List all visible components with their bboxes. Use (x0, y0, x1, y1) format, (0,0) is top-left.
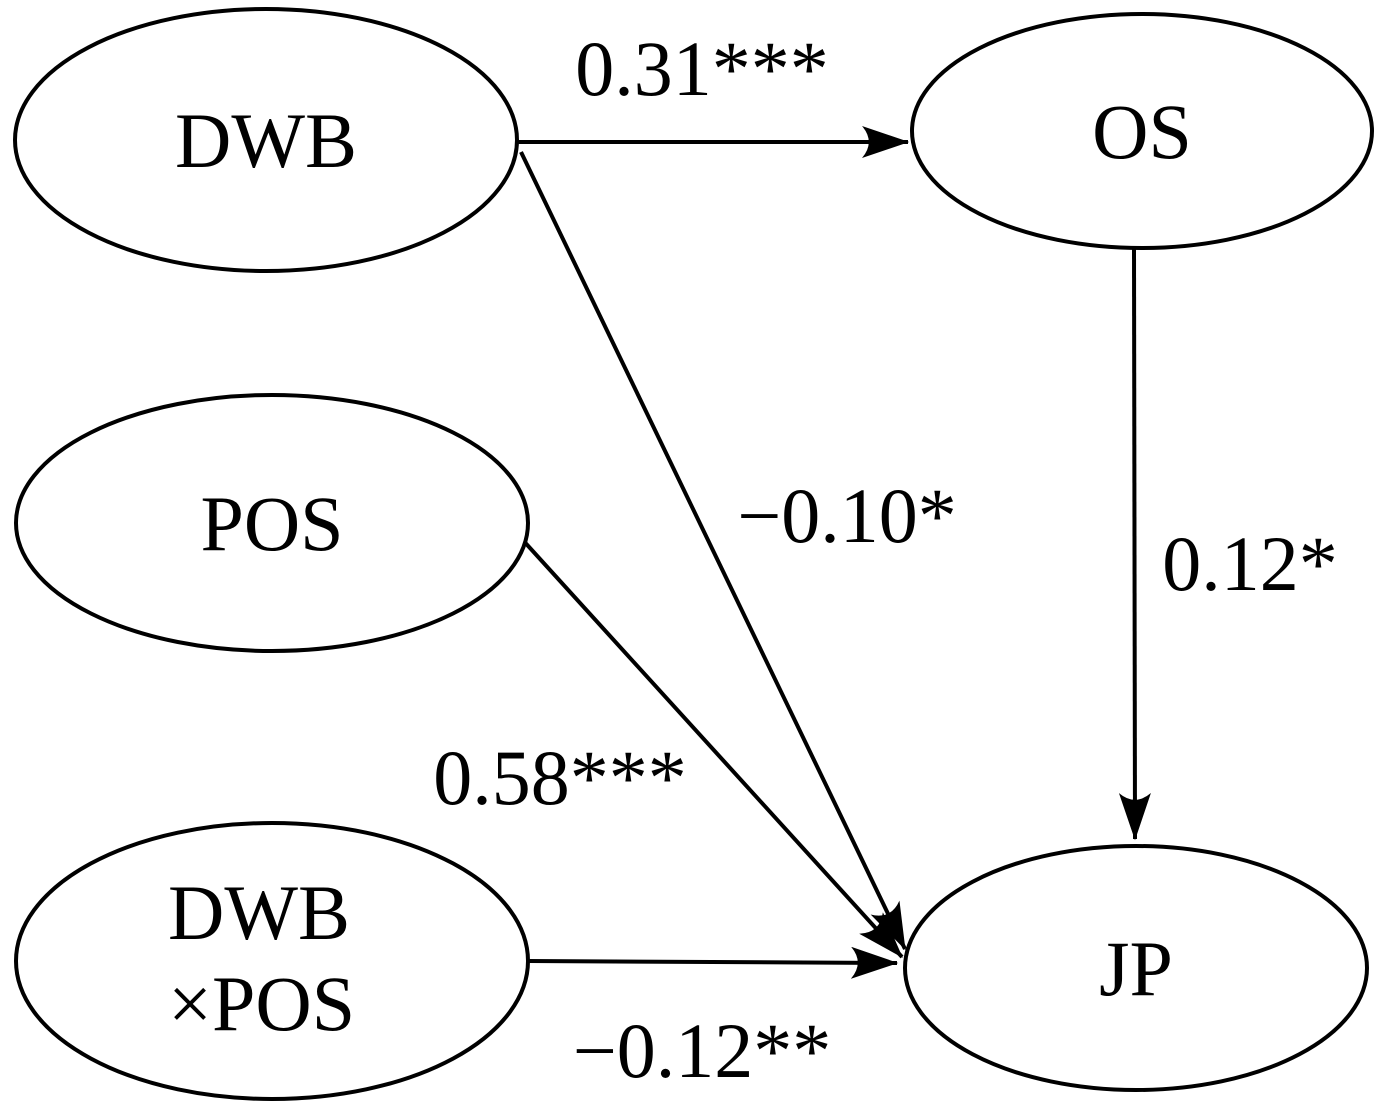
node-label-pos: POS (200, 480, 343, 567)
node-ellipse-pos (14, 393, 530, 653)
edge-coefficient-dwb-to-os: 0.31*** (575, 25, 829, 112)
edge-coefficient-dwb-x-pos-to-jp: −0.12** (573, 1007, 832, 1094)
node-label-dwb: DWB (175, 97, 357, 184)
node-label-os: OS (1092, 88, 1192, 175)
node-label-jp: JP (1099, 925, 1173, 1012)
node-label-line: OS (1092, 88, 1192, 175)
edge-os-to-jp (1118, 248, 1151, 841)
edge-coefficient-os-to-jp: 0.12* (1162, 520, 1338, 607)
node-ellipse-os (910, 12, 1374, 250)
node-label-line: DWB (168, 869, 350, 956)
edge-coefficient-pos-to-jp: 0.58*** (433, 734, 687, 821)
node-label-line: JP (1099, 925, 1173, 1012)
node-label-line: ×POS (168, 960, 355, 1047)
node-ellipse-jp (903, 844, 1369, 1092)
edge-dwb-to-jp (519, 151, 907, 951)
node-label-dwb-x-pos: DWB×POS (168, 869, 355, 1047)
node-ellipse-dwb-x-pos (14, 821, 530, 1101)
edge-coefficient-dwb-to-jp: −0.10* (737, 472, 957, 559)
edge-pos-to-jp (518, 535, 904, 959)
node-label-line: DWB (175, 97, 357, 184)
edge-dwb-x-pos-to-jp (527, 946, 899, 979)
node-ellipse-dwb (13, 7, 519, 273)
node-label-line: POS (200, 480, 343, 567)
